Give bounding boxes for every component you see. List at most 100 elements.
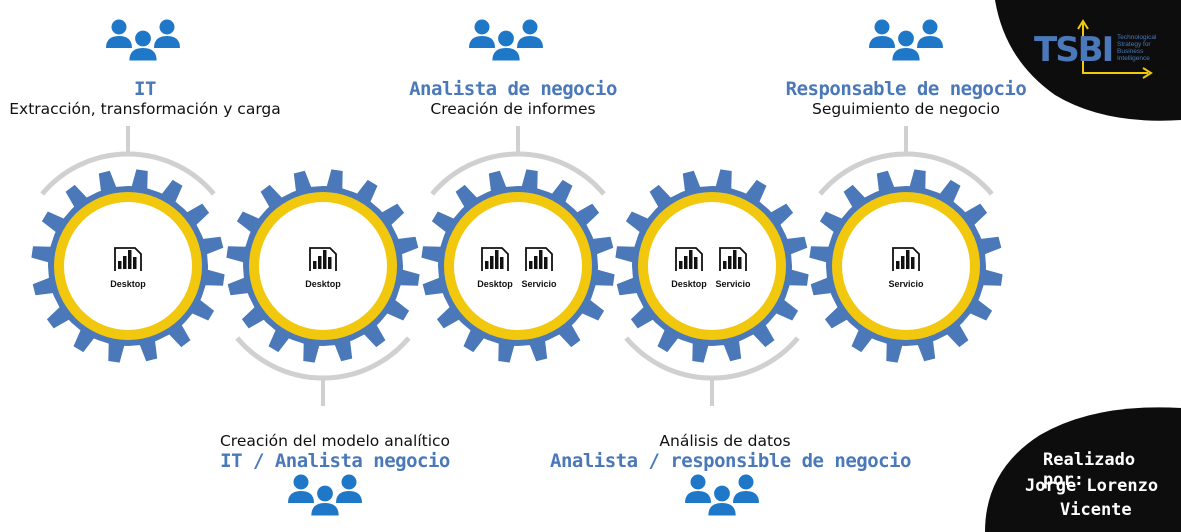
gear: Servicio <box>809 169 1003 363</box>
person-body-shape <box>288 491 314 503</box>
bar-shape <box>544 257 548 269</box>
power-bi-desktop-icon: Desktop <box>477 247 513 289</box>
person-head-shape <box>738 474 754 490</box>
bar-shape <box>684 256 688 269</box>
bar-shape <box>500 257 504 269</box>
bar-shape <box>906 250 910 269</box>
people-group-icon <box>288 474 362 516</box>
bar-shape <box>723 261 727 269</box>
tool-label: Servicio <box>715 279 751 289</box>
person-body-shape <box>685 491 711 503</box>
power-bi-desktop-icon: Desktop <box>305 247 341 289</box>
role-description: Extracción, transformación y carga <box>9 100 281 118</box>
power-bi-servicio-icon: Servicio <box>715 247 751 289</box>
connector-arc <box>624 336 800 381</box>
logo-arrow-icon <box>1077 19 1153 79</box>
person-body-shape <box>733 491 759 503</box>
role-it-top: IT Extracción, transformación y carga <box>0 78 290 118</box>
role-responsable-negocio: Responsable de negocio Seguimiento de ne… <box>776 78 1036 118</box>
report-frame-shape <box>719 247 747 271</box>
people-group-icon <box>469 19 543 61</box>
person-head-shape <box>135 30 151 47</box>
logo-subtitle: Technological Strategy for Business Inte… <box>1117 34 1156 62</box>
people-icons-layer <box>106 19 943 516</box>
person-body-shape <box>469 36 495 48</box>
report-frame-shape <box>114 247 142 271</box>
credits-author-surname: Vicente <box>1060 500 1132 520</box>
person-head-shape <box>293 474 309 490</box>
role-title: Analista / responsible de negocio <box>550 450 912 472</box>
person-body-shape <box>869 36 895 48</box>
person-head-shape <box>159 19 175 35</box>
tool-label: Desktop <box>671 279 707 289</box>
role-description: Seguimiento de negocio <box>812 100 1000 118</box>
report-frame-shape <box>675 247 703 271</box>
connector-arc <box>235 336 411 381</box>
connector-arc <box>40 151 216 196</box>
role-description: Creación del modelo analítico <box>219 432 451 450</box>
person-body-shape <box>129 47 157 61</box>
person-head-shape <box>341 474 357 490</box>
person-head-shape <box>498 30 514 47</box>
report-frame-shape <box>309 247 337 271</box>
credits-label: Realizado por: <box>1043 450 1136 490</box>
person-body-shape <box>336 491 362 503</box>
gear: Desktop <box>226 169 420 363</box>
bar-shape <box>328 257 332 269</box>
bar-shape <box>733 250 737 269</box>
credits-corner-shape <box>985 407 1181 532</box>
tool-label: Desktop <box>305 279 341 289</box>
person-body-shape <box>311 502 339 516</box>
logo-letters: TSBI <box>1034 30 1114 70</box>
logo-corner-shape <box>995 0 1181 121</box>
role-description: Análisis de datos <box>659 432 791 450</box>
gear-center-shape <box>454 202 582 330</box>
bar-shape <box>539 250 543 269</box>
bar-shape <box>323 250 327 269</box>
report-frame-shape <box>525 247 553 271</box>
tool-label: Desktop <box>110 279 146 289</box>
credits-author-name: Jorge Lorenzo <box>1025 476 1159 496</box>
role-description: Creación de informes <box>430 100 596 118</box>
bar-shape <box>896 261 900 269</box>
report-frame-shape <box>481 247 509 271</box>
power-bi-servicio-icon: Servicio <box>888 247 924 289</box>
person-head-shape <box>898 30 914 47</box>
bar-shape <box>128 250 132 269</box>
connector-arc <box>430 151 606 196</box>
person-body-shape <box>517 36 543 48</box>
person-head-shape <box>922 19 938 35</box>
person-body-shape <box>154 36 180 48</box>
bar-shape <box>689 250 693 269</box>
person-body-shape <box>917 36 943 48</box>
bar-shape <box>679 261 683 269</box>
bar-shape <box>529 261 533 269</box>
role-title: IT / Analista negocio <box>220 450 450 472</box>
bar-shape <box>534 256 538 269</box>
person-body-shape <box>106 36 132 48</box>
tool-label: Servicio <box>521 279 557 289</box>
logo-subtitle-line: Business <box>1117 48 1144 55</box>
bar-shape <box>738 257 742 269</box>
person-head-shape <box>690 474 706 490</box>
people-group-icon <box>869 19 943 61</box>
bar-shape <box>901 256 905 269</box>
bar-shape <box>485 261 489 269</box>
bar-shape <box>495 250 499 269</box>
person-head-shape <box>714 485 730 502</box>
person-head-shape <box>317 485 333 502</box>
person-head-shape <box>522 19 538 35</box>
role-analista-negocio: Analista de negocio Creación de informes <box>393 78 633 118</box>
person-body-shape <box>708 502 736 516</box>
role-it-analista: Creación del modelo analítico IT / Anali… <box>185 432 485 472</box>
person-head-shape <box>111 19 127 35</box>
role-analista-responsible: Análisis de datos Analista / responsible… <box>550 432 912 472</box>
tool-label: Desktop <box>477 279 513 289</box>
report-frame-shape <box>892 247 920 271</box>
power-bi-servicio-icon: Servicio <box>521 247 557 289</box>
bar-shape <box>118 261 122 269</box>
role-title: Analista de negocio <box>409 78 617 100</box>
people-group-icon <box>685 474 759 516</box>
